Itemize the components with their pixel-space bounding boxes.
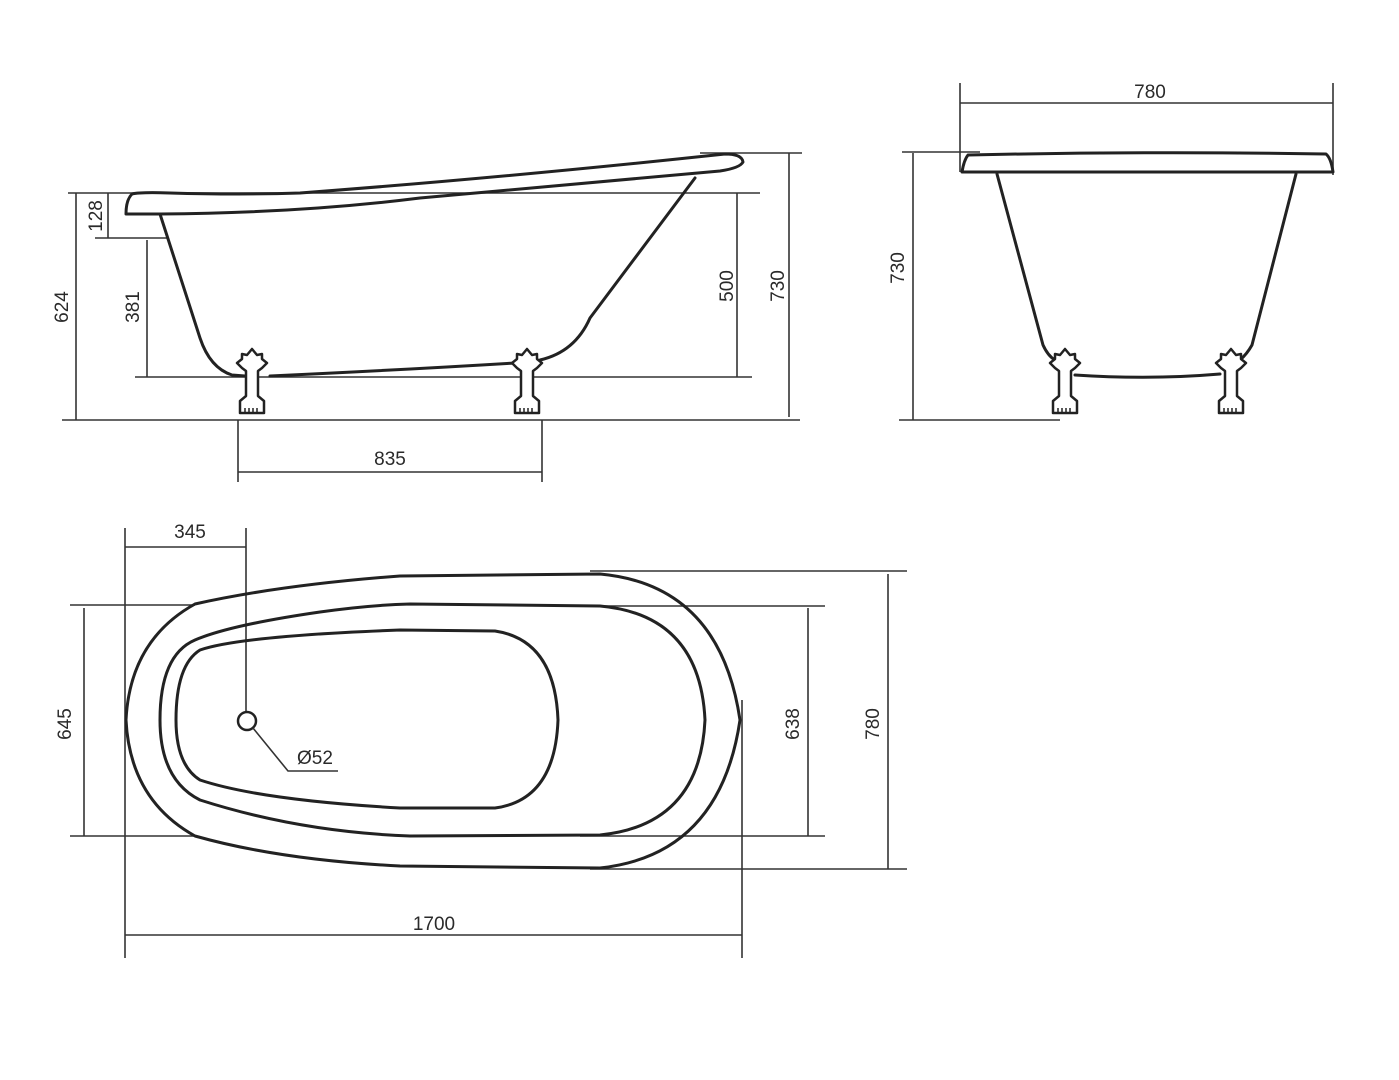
dim-end-height: 730 [888,252,909,284]
dim-inner-width: 638 [783,708,804,740]
drain-icon [236,710,258,732]
dim-end-width: 780 [1134,82,1166,103]
claw-foot-icon [235,347,269,415]
dim-drain-diameter: Ø52 [297,748,333,769]
dim-total-left-height: 624 [52,291,73,323]
side-view-rim [124,152,745,216]
dim-outer-width: 780 [863,708,884,740]
side-view-basin [158,176,697,378]
top-view: 345 Ø52 645 638 780 1700 [55,522,907,958]
dim-inner-depth-left: 381 [123,291,144,323]
dim-inner-depth-right: 500 [717,270,738,302]
dim-total-height: 730 [768,270,789,302]
claw-foot-icon [1214,347,1248,415]
end-view: 780 730 [888,82,1335,421]
top-view-outer-rim [124,572,742,870]
dim-drain-offset: 345 [174,522,206,543]
claw-foot-icon [510,347,544,415]
dim-rim-thickness: 128 [86,200,107,232]
dim-left-width: 645 [55,708,76,740]
dim-feet-spacing: 835 [374,449,406,470]
end-view-rim [960,151,1335,174]
end-view-basin [995,172,1298,379]
side-view: 128 381 624 500 730 835 [52,152,802,482]
claw-foot-icon [1048,347,1082,415]
dim-length: 1700 [413,914,455,935]
top-view-basin [174,628,560,810]
top-view-inner-rim [158,602,707,838]
